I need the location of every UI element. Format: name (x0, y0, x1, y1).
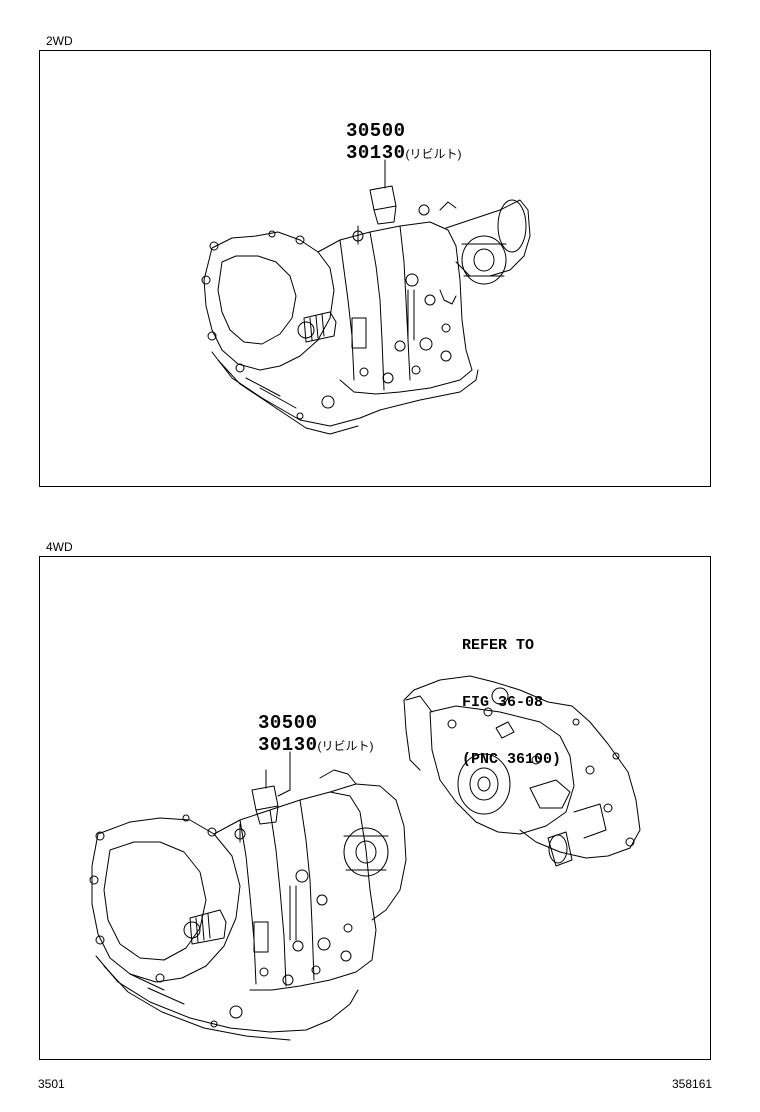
part-number-group-4wd: 30500 30130(リビルト) (258, 712, 374, 757)
refer-line-3[interactable]: (PNC 36100) (462, 751, 562, 768)
rebuilt-note-2wd: (リビルト) (405, 147, 462, 161)
footer-left-code: 3501 (38, 1077, 65, 1091)
rebuilt-note-4wd: (リビルト) (317, 739, 374, 753)
part-number-30500-2wd[interactable]: 30500 (346, 120, 406, 142)
diagram-panel-4wd (39, 556, 711, 1060)
part-number-group-2wd: 30500 30130(リビルト) (346, 120, 462, 165)
section-label-2wd: 2WD (46, 34, 73, 48)
diagram-panel-2wd (39, 50, 711, 487)
refer-line-1: REFER TO (462, 637, 535, 654)
refer-line-2: FIG 36-08 (462, 694, 544, 711)
part-number-30130-2wd[interactable]: 30130 (346, 142, 406, 164)
refer-note: REFER TO FIG 36-08 (PNC 36100) (462, 598, 561, 788)
part-number-30500-4wd[interactable]: 30500 (258, 712, 318, 734)
section-label-4wd: 4WD (46, 540, 73, 554)
part-number-30130-4wd[interactable]: 30130 (258, 734, 318, 756)
footer-right-code: 358161 (672, 1077, 713, 1091)
